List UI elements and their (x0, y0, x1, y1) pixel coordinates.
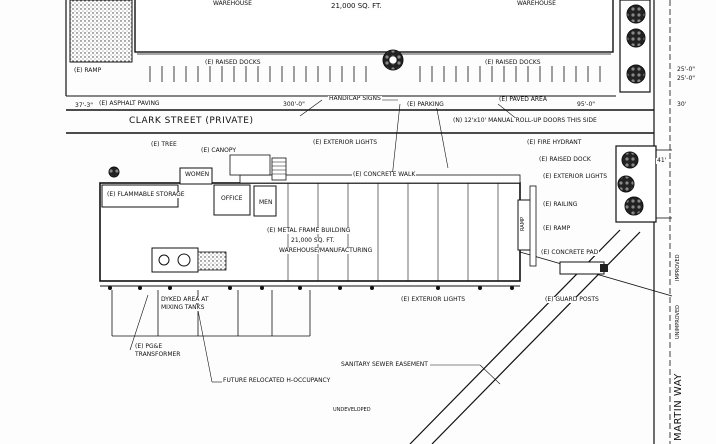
label-raised-docks-right: (E) RAISED DOCKS (484, 59, 542, 66)
dim-30: 30' (676, 101, 688, 108)
label-office: OFFICE (220, 195, 244, 202)
top-warehouse-use-right: WAREHOUSE (516, 0, 557, 7)
label-exterior-lights-right: (E) EXTERIOR LIGHTS (542, 173, 609, 180)
concrete-pad (559, 261, 605, 275)
top-parking-stalls (149, 66, 601, 82)
tree-left (108, 166, 120, 178)
label-sanitary-sewer: SANITARY SEWER EASEMENT (340, 361, 429, 368)
label-parking: (E) PARKING (406, 101, 445, 108)
label-roll-up-doors: (N) 12'x10' MANUAL ROLL-UP DOORS THIS SI… (452, 117, 598, 124)
top-warehouse-area: 21,000 SQ. FT. (330, 2, 383, 10)
label-exterior-lights-top: (E) EXTERIOR LIGHTS (312, 139, 379, 146)
label-exterior-lights-bottom: (E) EXTERIOR LIGHTS (400, 296, 467, 303)
label-ramp-top: (E) RAMP (73, 67, 103, 74)
label-men: MEN (258, 199, 274, 206)
label-handicap-signs: HANDICAP SIGNS (328, 95, 382, 102)
label-raised-docks-left: (E) RAISED DOCKS (204, 59, 262, 66)
label-ramp-vertical: RAMP (520, 215, 526, 232)
main-building-line2: 21,000 SQ. FT. (290, 237, 336, 244)
label-guard-posts: (E) GUARD POSTS (544, 296, 600, 303)
label-future-h-occupancy: FUTURE RELOCATED H-OCCUPANCY (222, 377, 332, 384)
label-concrete-walk: (E) CONCRETE WALK (352, 171, 417, 178)
label-fire-hydrant: (E) FIRE HYDRANT (526, 139, 583, 146)
label-concrete-pad: (E) CONCRETE PAD (540, 249, 600, 256)
label-improved: IMPROVED (675, 253, 681, 282)
label-pge-1: (E) PG&E (134, 343, 164, 350)
main-building-line1: (E) METAL FRAME BUILDING (266, 227, 352, 234)
dim-25-a: 25'-0" (676, 66, 697, 73)
label-railing: (E) RAILING (542, 201, 579, 208)
label-paved-area: (E) PAVED AREA (498, 96, 548, 103)
label-dyked-area-2: MIXING TANKS (160, 304, 206, 311)
label-asphalt-paving: (E) ASPHALT PAVING (98, 100, 161, 107)
dim-300: 300'-0" (282, 101, 306, 108)
label-undeveloped: UNDEVELOPED (332, 407, 372, 413)
street-martin-way: MARTIN WAY (673, 372, 684, 442)
dim-41: 41' (656, 157, 668, 164)
label-ramp-right: (E) RAMP (542, 225, 572, 232)
label-raised-dock: (E) RAISED DOCK (538, 156, 592, 163)
label-women: WOMEN (184, 171, 211, 178)
street-name: CLARK STREET (PRIVATE) (129, 116, 254, 126)
exterior-lights (108, 286, 514, 290)
label-dyked-area-1: DYKED AREA AT (160, 296, 210, 303)
dim-37: 37'-3" (74, 102, 95, 109)
label-pge-2: TRANSFORMER (134, 351, 182, 358)
top-warehouse-use-left: WAREHOUSE (212, 0, 253, 7)
canopy (229, 154, 271, 176)
mixing-tanks (197, 251, 227, 271)
dim-25-b: 25'-0" (676, 75, 697, 82)
label-tree: (E) TREE (150, 141, 178, 148)
bottom-parking-stalls (111, 290, 311, 337)
label-flammable-storage: (E) FLAMMABLE STORAGE (106, 191, 186, 198)
main-building-line3: WAREHOUSE/MANUFACTURING (278, 247, 374, 254)
landscape-strip-left (69, 0, 133, 63)
label-unimproved: UNIMPROVED (675, 304, 681, 340)
dim-95: 95'-0" (576, 101, 597, 108)
label-canopy: (E) CANOPY (200, 147, 238, 154)
